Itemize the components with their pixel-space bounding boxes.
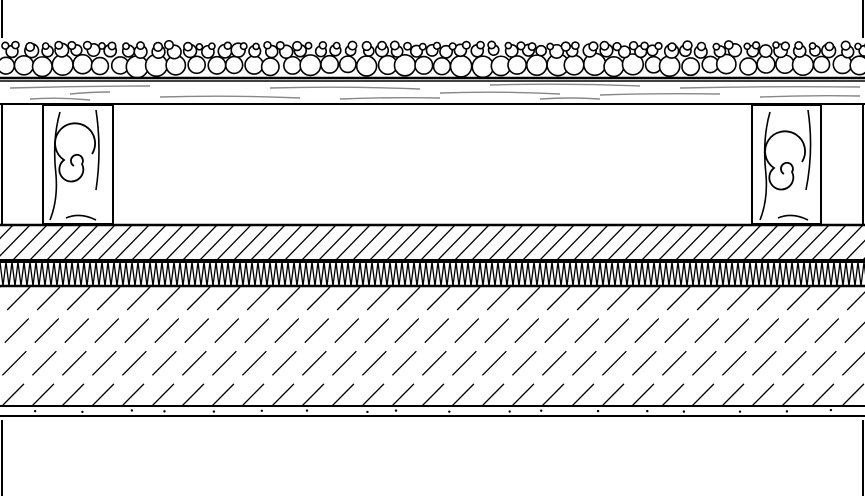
membrane-layer (0, 80, 865, 105)
gravel-layer (0, 40, 865, 80)
slab-layer (0, 287, 865, 405)
hatched-board-layer (0, 223, 865, 261)
batten-cavity-layer (42, 104, 822, 225)
batten-left (42, 104, 114, 225)
finish-layer (0, 405, 865, 417)
insulation-layer (0, 261, 865, 288)
batten-right (751, 104, 822, 225)
